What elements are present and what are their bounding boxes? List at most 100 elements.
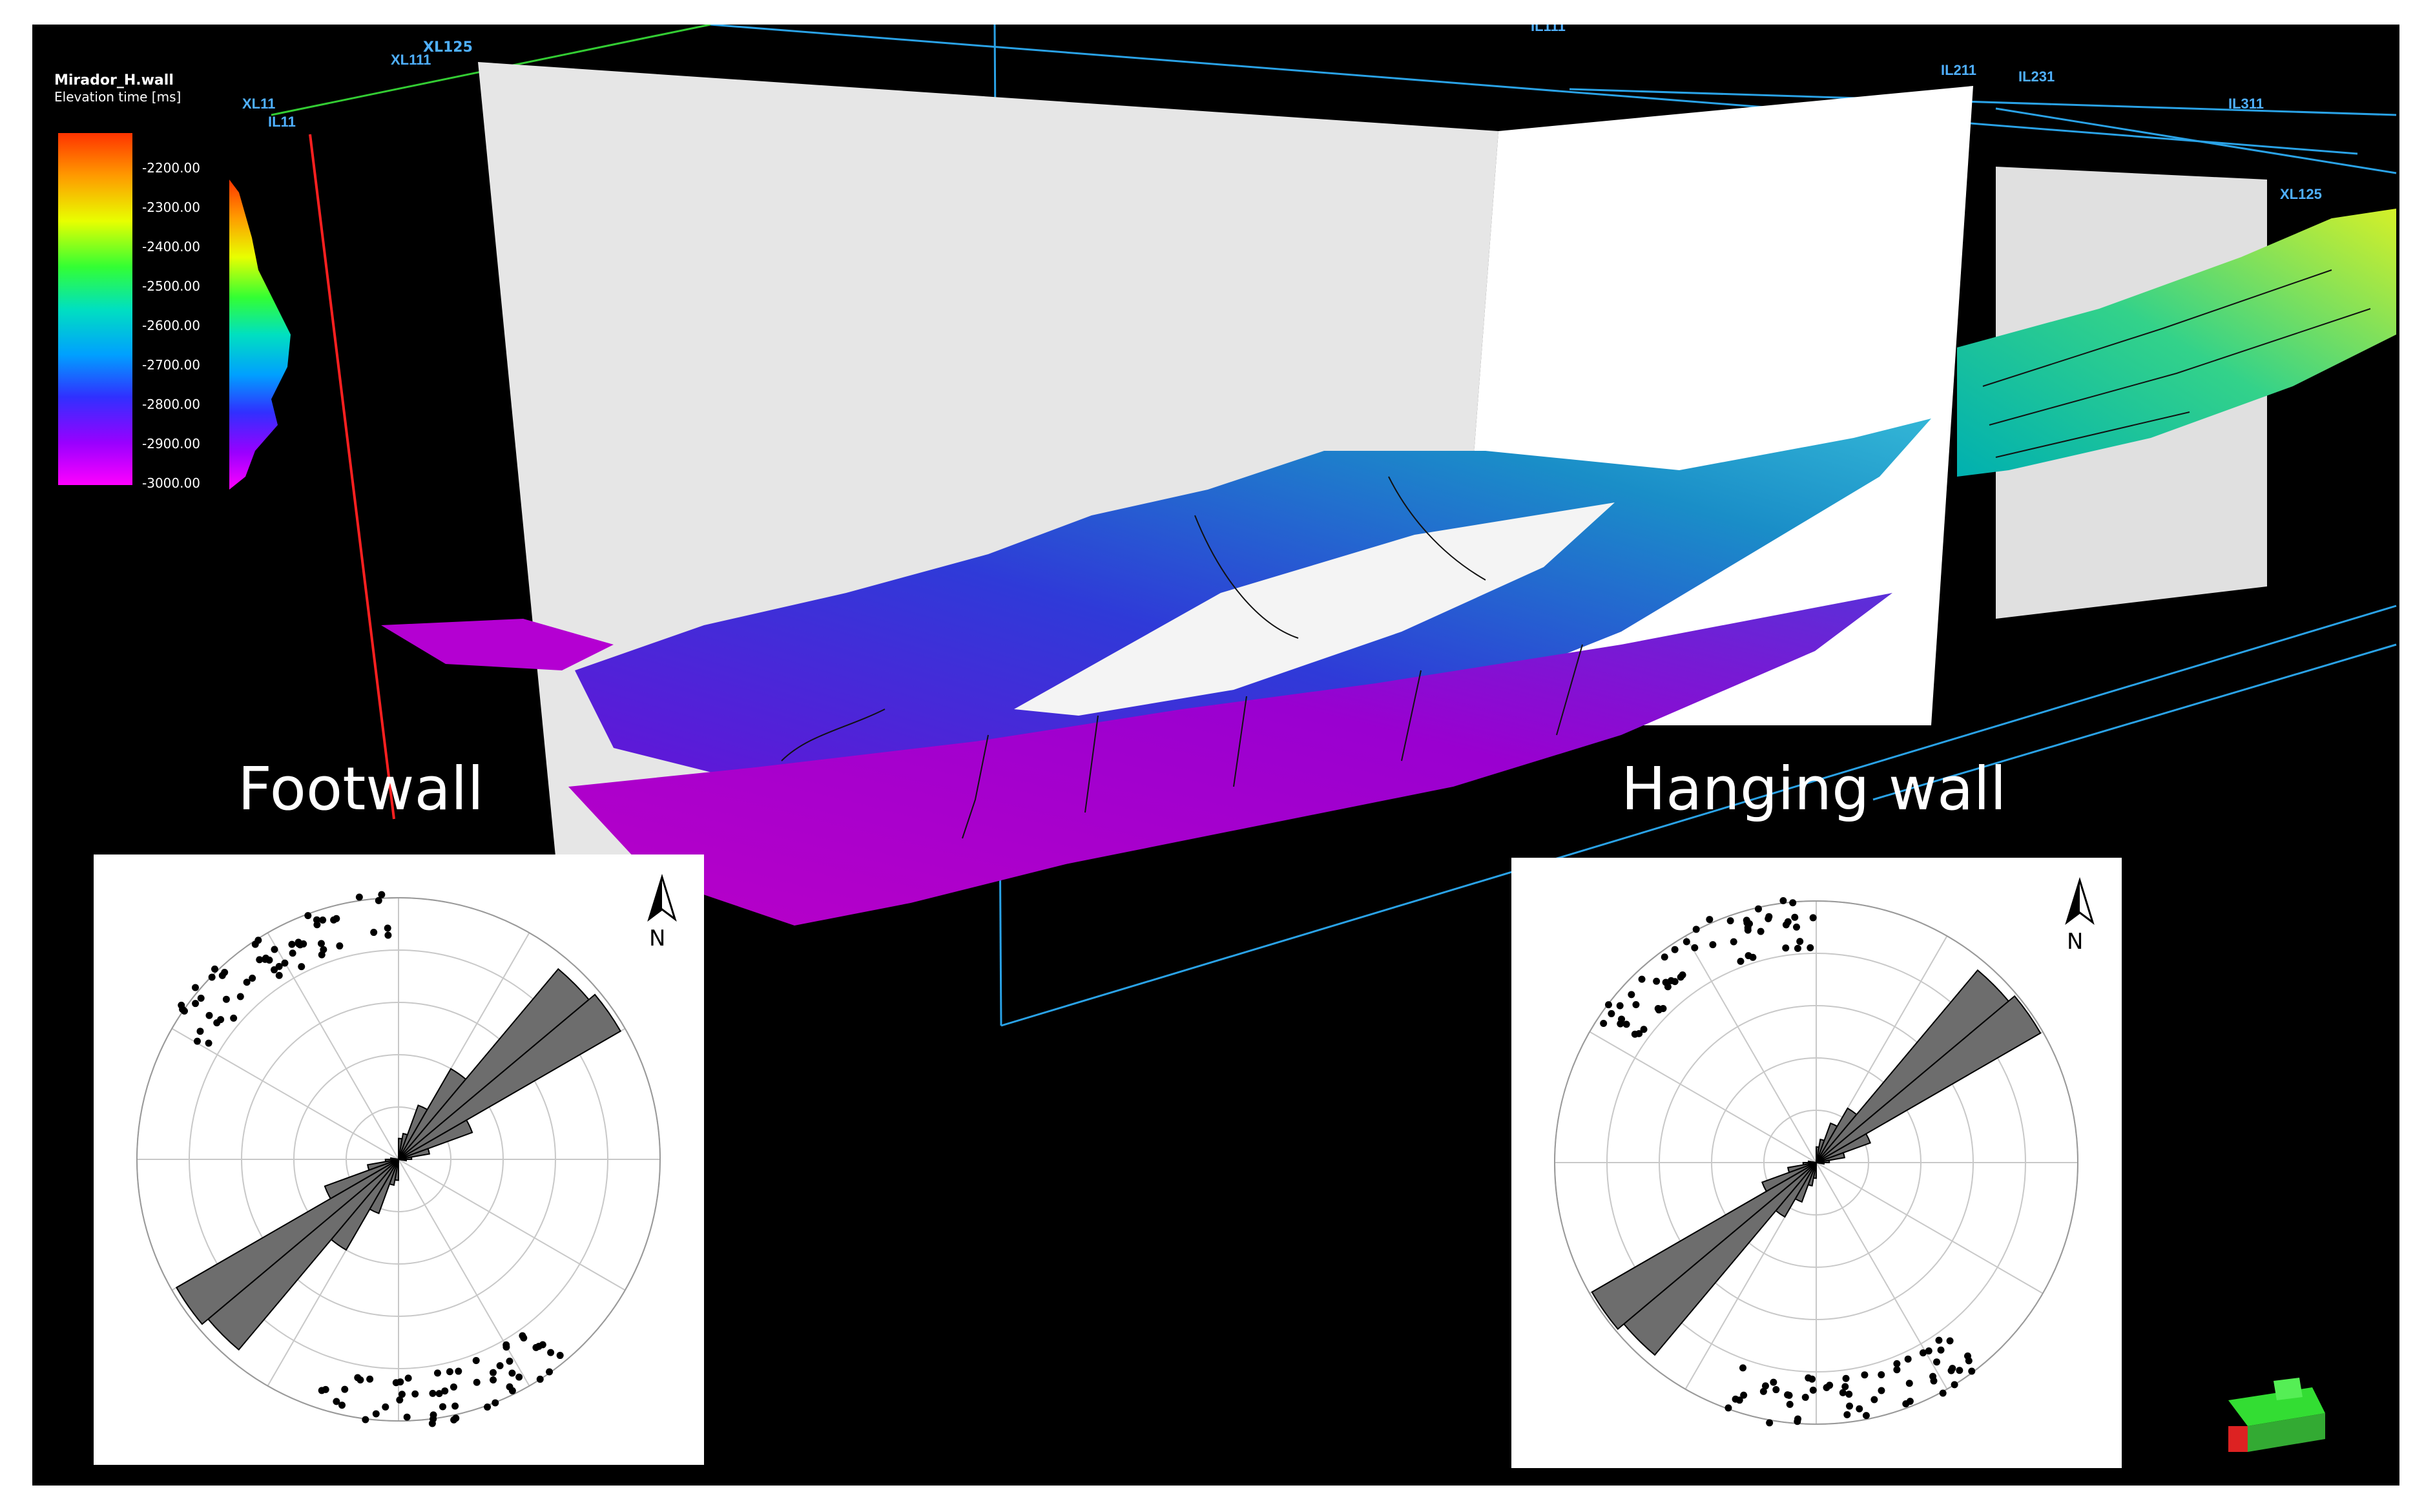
rose-pole-point — [1726, 917, 1734, 925]
rose-pole-point — [1628, 991, 1635, 999]
rose-pole-point — [1808, 1375, 1816, 1383]
north-arrow-label: N — [2067, 929, 2084, 955]
rose-pole-point — [222, 995, 230, 1003]
rose-pole-point — [1841, 1383, 1849, 1391]
fault-gap — [1014, 502, 1615, 716]
rose-pole-point — [275, 962, 283, 970]
rose-pole-point — [1709, 941, 1717, 949]
rose-pole-point — [362, 1416, 369, 1424]
rose-pole-point — [1772, 1386, 1780, 1394]
rose-pole-point — [1638, 975, 1646, 983]
rose-pole-point — [1604, 1001, 1612, 1009]
axis-label-il211: IL211 — [1941, 62, 1976, 78]
axis-label-xl111-top: XL111 — [391, 52, 431, 68]
rose-pole-point — [384, 931, 392, 939]
rose-pole-point — [1904, 1355, 1912, 1363]
rose-pole-point — [1608, 1010, 1615, 1017]
axis-label-il231: IL231 — [2018, 68, 2055, 85]
property-name: Mirador_H.wall — [54, 72, 174, 88]
rose-petal — [1816, 1162, 1825, 1165]
rose-pole-point — [230, 1014, 238, 1022]
rose-pole-point — [392, 1379, 400, 1387]
rose-pole-point — [320, 946, 327, 953]
rose-pole-point — [298, 963, 306, 971]
rose-pole-point — [508, 1369, 516, 1377]
rose-pole-point — [193, 1037, 201, 1045]
rose-pole-point — [1730, 938, 1737, 946]
horizon-magenta — [568, 593, 1892, 926]
axis-label-il11: IL11 — [268, 114, 296, 130]
rose-pole-point — [1622, 1020, 1630, 1028]
rose-petal — [389, 1157, 399, 1160]
rose-pole-point — [428, 1420, 436, 1427]
rose-pole-point — [1878, 1387, 1885, 1394]
rose-grid-spoke — [398, 1159, 530, 1387]
rose-pole-point — [1902, 1400, 1910, 1407]
rose-pole-point — [1671, 978, 1679, 986]
rose-pole-point — [208, 973, 216, 981]
rose-pole-point — [1784, 1391, 1792, 1399]
rose-pole-point — [1692, 926, 1700, 933]
colorbar-tick-label: -2900.00 — [142, 436, 200, 451]
rose-pole-point — [1809, 1386, 1817, 1394]
rose-petal — [1816, 995, 2042, 1163]
rose-pole-point — [295, 938, 302, 946]
colorbar-tick-label: -2300.00 — [142, 200, 200, 215]
rose-pole-point — [1743, 917, 1750, 924]
colorbar-tick-label: -2400.00 — [142, 239, 200, 254]
rose-pole-point — [1919, 1349, 1927, 1357]
rose-pole-point — [1757, 927, 1765, 935]
axis-label-il311: IL311 — [2228, 96, 2264, 112]
rose-pole-point — [1661, 953, 1668, 961]
3d-viewport[interactable]: XL125 XL111 XL11 IL11 IL111 IL211 IL231 … — [32, 25, 2399, 1486]
rose-pole-point — [382, 1403, 389, 1411]
rose-pole-point — [1754, 905, 1762, 913]
rose-pole-point — [1947, 1367, 1955, 1374]
rose-pole-point — [1905, 1380, 1913, 1387]
rose-pole-point — [492, 1399, 499, 1407]
rose-pole-point — [1842, 1374, 1850, 1382]
rose-pole-point — [333, 1398, 340, 1405]
rose-pole-point — [1793, 923, 1801, 931]
rose-pole-point — [450, 1416, 458, 1424]
axis-label-xl125-top: XL125 — [423, 39, 473, 56]
rose-pole-point — [322, 1385, 329, 1393]
rose-pole-point — [197, 994, 205, 1002]
rose-pole-point — [1770, 1378, 1777, 1386]
rose-pole-point — [1946, 1337, 1954, 1345]
rose-pole-point — [1964, 1352, 1972, 1360]
rose-pole-point — [439, 1403, 447, 1411]
rose-pole-point — [1749, 953, 1757, 961]
rose-outer-circle — [1554, 900, 2078, 1425]
rose-pole-point — [404, 1374, 412, 1382]
rose-grid-spoke — [171, 1028, 399, 1160]
rose-pole-point — [249, 974, 256, 982]
rose-pole-point — [217, 1016, 225, 1024]
rose-pole-point — [218, 971, 226, 979]
rose-pole-point — [1654, 1005, 1662, 1013]
rose-grid-spoke — [1816, 1162, 2044, 1294]
rose-pole-point — [1600, 1019, 1608, 1027]
rose-pole-point — [1616, 1002, 1624, 1010]
rose-pole-point — [515, 1373, 523, 1381]
rose-pole-point — [288, 940, 296, 948]
rose-pole-point — [338, 1402, 346, 1409]
rose-petal — [1761, 1162, 1817, 1192]
rose-pole-point — [451, 1402, 459, 1410]
rose-pole-point — [547, 1349, 555, 1356]
rose-pole-point — [506, 1383, 513, 1391]
rose-pole-point — [396, 1396, 404, 1404]
rose-pole-point — [536, 1375, 544, 1383]
rose-pole-point — [355, 893, 363, 901]
rose-pole-point — [1737, 957, 1745, 965]
rose-petal — [1807, 1160, 1817, 1163]
orientation-cube-icon[interactable] — [2228, 1378, 2325, 1452]
rose-pole-point — [375, 896, 382, 904]
scene-canvas[interactable]: XL125 XL111 XL11 IL11 IL111 IL211 IL231 … — [32, 25, 2399, 1486]
rose-pole-point — [1937, 1346, 1945, 1354]
rose-pole-point — [1732, 1395, 1739, 1403]
rose-pole-point — [357, 1376, 364, 1383]
rose-pole-point — [1786, 1400, 1794, 1408]
rose-pole-point — [398, 1391, 406, 1398]
rose-pole-point — [506, 1358, 513, 1365]
